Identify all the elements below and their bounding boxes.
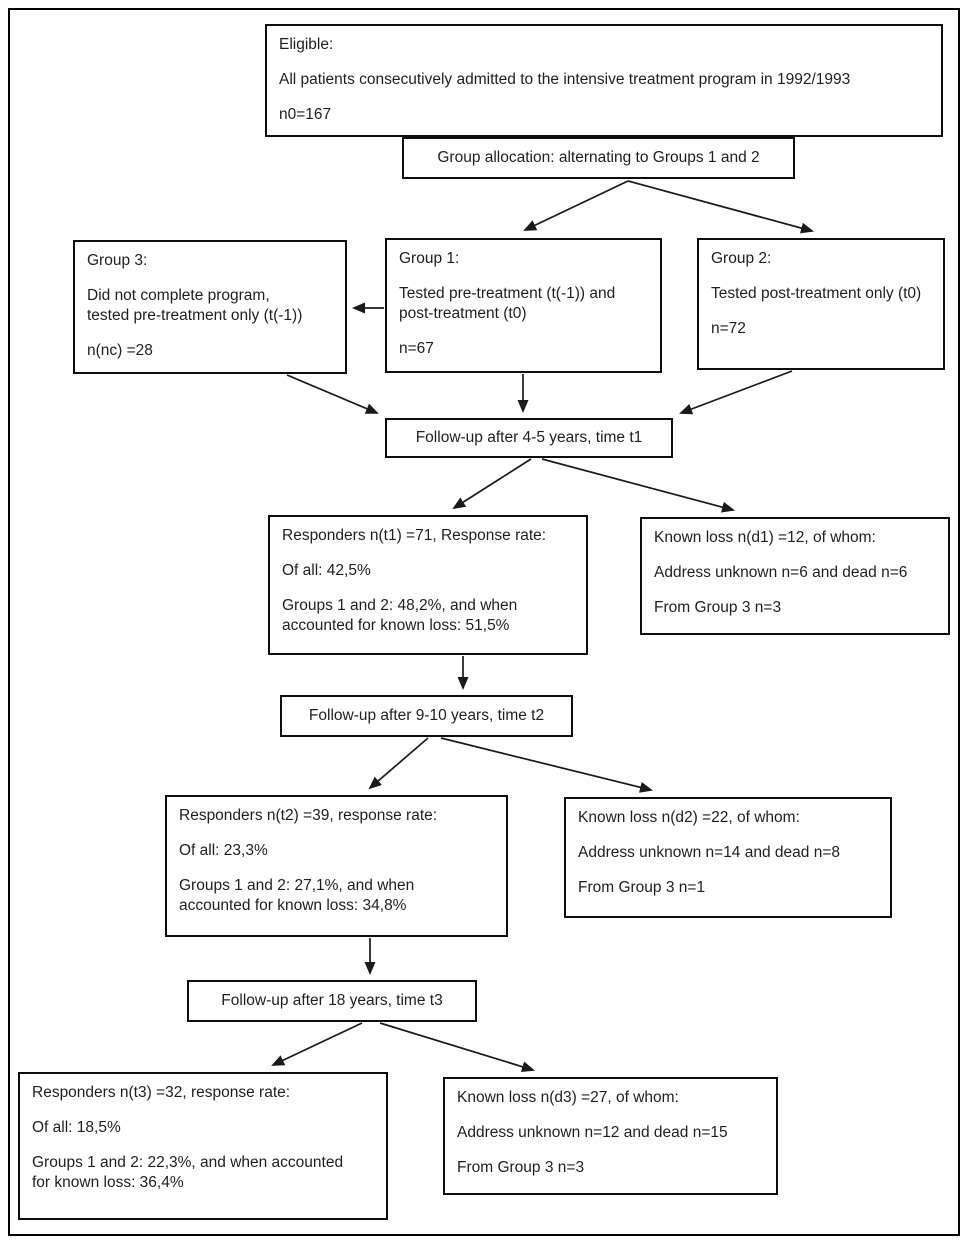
node-followup-t2-label: Follow-up after 9-10 years, time t2 bbox=[308, 707, 545, 724]
node-group2: Group 2: Tested post-treatment only (t0)… bbox=[697, 238, 945, 370]
node-known-loss-d1-detail: Address unknown n=6 and dead n=6 bbox=[654, 564, 908, 581]
node-group1-count: n=67 bbox=[399, 340, 434, 357]
outer-border bbox=[8, 8, 960, 1236]
node-known-loss-d1-group3: From Group 3 n=3 bbox=[654, 599, 782, 616]
node-responders-t1-rate-all: Of all: 42,5% bbox=[282, 562, 371, 579]
node-group1-description: Tested pre-treatment (t(-1)) and post-tr… bbox=[399, 285, 616, 322]
node-known-loss-d3-title: Known loss n(d3) =27, of whom: bbox=[457, 1089, 679, 1106]
node-responders-t3-rate-groups: Groups 1 and 2: 22,3%, and when accounte… bbox=[32, 1154, 344, 1191]
node-responders-t3-title: Responders n(t3) =32, response rate: bbox=[32, 1084, 291, 1101]
node-group-allocation-label: Group allocation: alternating to Groups … bbox=[437, 149, 760, 166]
node-followup-t3: Follow-up after 18 years, time t3 bbox=[187, 980, 477, 1022]
node-responders-t2-title: Responders n(t2) =39, response rate: bbox=[179, 807, 438, 824]
node-group2-description: Tested post-treatment only (t0) bbox=[711, 285, 922, 302]
node-known-loss-d1: Known loss n(d1) =12, of whom: Address u… bbox=[640, 517, 950, 635]
node-group1-title: Group 1: bbox=[399, 250, 460, 267]
node-responders-t1-title: Responders n(t1) =71, Response rate: bbox=[282, 527, 547, 544]
node-responders-t2-rate-all: Of all: 23,3% bbox=[179, 842, 268, 859]
node-responders-t3-rate-all: Of all: 18,5% bbox=[32, 1119, 121, 1136]
node-known-loss-d3-detail: Address unknown n=12 and dead n=15 bbox=[457, 1124, 728, 1141]
node-followup-t1-label: Follow-up after 4-5 years, time t1 bbox=[415, 429, 643, 446]
node-group3-description: Did not complete program, tested pre-tre… bbox=[87, 287, 303, 324]
node-group3-count: n(nc) =28 bbox=[87, 342, 153, 359]
node-group2-count: n=72 bbox=[711, 320, 746, 337]
node-eligible-count: n0=167 bbox=[279, 106, 332, 123]
node-group1: Group 1: Tested pre-treatment (t(-1)) an… bbox=[385, 238, 662, 373]
node-group2-title: Group 2: bbox=[711, 250, 772, 267]
node-eligible-description: All patients consecutively admitted to t… bbox=[279, 71, 851, 88]
node-eligible: Eligible: All patients consecutively adm… bbox=[265, 24, 943, 137]
node-responders-t1: Responders n(t1) =71, Response rate: Of … bbox=[268, 515, 588, 655]
node-followup-t2: Follow-up after 9-10 years, time t2 bbox=[280, 695, 573, 737]
node-followup-t1: Follow-up after 4-5 years, time t1 bbox=[385, 418, 673, 458]
node-known-loss-d2: Known loss n(d2) =22, of whom: Address u… bbox=[564, 797, 892, 918]
node-group-allocation: Group allocation: alternating to Groups … bbox=[402, 137, 795, 179]
node-group3-title: Group 3: bbox=[87, 252, 148, 269]
node-known-loss-d3: Known loss n(d3) =27, of whom: Address u… bbox=[443, 1077, 778, 1195]
node-responders-t2-rate-groups: Groups 1 and 2: 27,1%, and when accounte… bbox=[179, 877, 415, 914]
node-followup-t3-label: Follow-up after 18 years, time t3 bbox=[221, 992, 443, 1009]
node-known-loss-d2-detail: Address unknown n=14 and dead n=8 bbox=[578, 844, 840, 861]
node-responders-t2: Responders n(t2) =39, response rate: Of … bbox=[165, 795, 508, 937]
node-responders-t1-rate-groups: Groups 1 and 2: 48,2%, and when accounte… bbox=[282, 597, 518, 634]
node-known-loss-d1-title: Known loss n(d1) =12, of whom: bbox=[654, 529, 876, 546]
node-group3: Group 3: Did not complete program, teste… bbox=[73, 240, 347, 374]
node-eligible-title: Eligible: bbox=[279, 36, 334, 53]
node-known-loss-d2-title: Known loss n(d2) =22, of whom: bbox=[578, 809, 800, 826]
node-known-loss-d2-group3: From Group 3 n=1 bbox=[578, 879, 706, 896]
node-known-loss-d3-group3: From Group 3 n=3 bbox=[457, 1159, 585, 1176]
node-responders-t3: Responders n(t3) =32, response rate: Of … bbox=[18, 1072, 388, 1220]
